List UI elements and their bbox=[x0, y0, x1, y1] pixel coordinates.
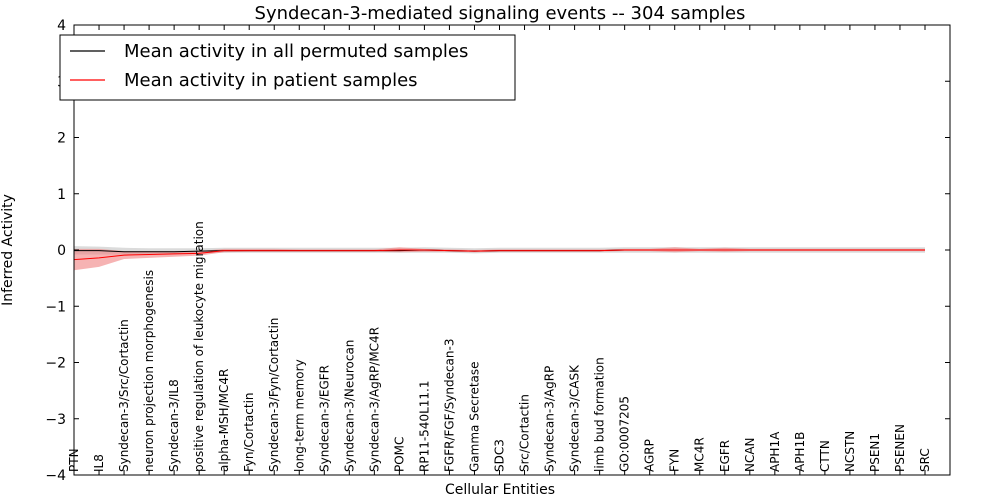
x-tick-label: Syndecan-3/CASK bbox=[568, 364, 582, 472]
x-tick-label: Syndecan-3/Fyn/Cortactin bbox=[267, 318, 281, 472]
series-line-1 bbox=[73, 249, 925, 261]
x-tick-label: limb bud formation bbox=[593, 357, 607, 472]
series-lines bbox=[73, 249, 925, 261]
x-tick-label: positive regulation of leukocyte migrati… bbox=[192, 221, 206, 472]
x-tick-label: CTTN bbox=[818, 440, 832, 472]
x-tick-label: AGRP bbox=[643, 439, 657, 472]
x-axis: PTN IL8 Syndecan-3/Src/Cortactin neuron pro… bbox=[67, 25, 932, 475]
x-tick-label: FYN bbox=[668, 449, 682, 472]
y-tick-label: −3 bbox=[45, 412, 66, 428]
x-tick-label: Syndecan-3/AgRP/MC4R bbox=[367, 327, 381, 472]
x-tick-label: NCSTN bbox=[843, 431, 857, 472]
x-tick-label: Syndecan-3/EGFR bbox=[317, 365, 331, 472]
x-axis-label: Cellular Entities bbox=[445, 482, 555, 498]
legend-label-patient: Mean activity in patient samples bbox=[124, 70, 418, 91]
x-tick-label: FGFR/FGF/Syndecan-3 bbox=[442, 339, 456, 472]
x-tick-label: GO:0007205 bbox=[618, 396, 632, 472]
x-tick-label: RP11-540L11.1 bbox=[417, 381, 431, 472]
x-tick-label: APH1A bbox=[768, 431, 782, 472]
x-tick-label: MC4R bbox=[693, 437, 707, 472]
x-tick-label: SRC bbox=[918, 448, 932, 472]
y-tick-label: 1 bbox=[57, 187, 66, 203]
x-tick-label: Syndecan-3/IL8 bbox=[167, 379, 181, 472]
y-axis-label: Inferred Activity bbox=[0, 194, 16, 306]
x-tick-label: SDC3 bbox=[493, 439, 507, 472]
x-tick-label: neuron projection morphogenesis bbox=[142, 270, 156, 472]
legend-label-permuted: Mean activity in all permuted samples bbox=[124, 41, 468, 62]
x-tick-label: POMC bbox=[392, 437, 406, 472]
x-tick-label: Gamma Secretase bbox=[467, 361, 481, 472]
y-tick-label: −2 bbox=[45, 356, 66, 372]
x-tick-label: PSEN1 bbox=[868, 433, 882, 472]
y-tick-label: 0 bbox=[57, 243, 66, 259]
x-tick-label: Src/Cortactin bbox=[518, 394, 532, 472]
x-tick-label: NCAN bbox=[743, 437, 757, 472]
chart-title: Syndecan-3-mediated signaling events -- … bbox=[255, 3, 746, 24]
y-tick-label: 2 bbox=[57, 131, 66, 147]
x-tick-label: Syndecan-3/Src/Cortactin bbox=[117, 319, 131, 472]
y-tick-label: −1 bbox=[45, 299, 66, 315]
x-tick-label: long-term memory bbox=[292, 359, 306, 472]
x-tick-label: APH1B bbox=[793, 432, 807, 472]
x-tick-label: Syndecan-3/AgRP bbox=[543, 366, 557, 472]
x-tick-label: IL8 bbox=[92, 454, 106, 472]
legend-box bbox=[59, 34, 516, 101]
x-tick-label: Fyn/Cortactin bbox=[242, 392, 256, 472]
x-tick-label: EGFR bbox=[718, 440, 732, 472]
legend: Mean activity in all permuted samples Me… bbox=[59, 34, 516, 101]
x-tick-label: PTN bbox=[67, 448, 81, 472]
y-tick-label: −4 bbox=[45, 468, 66, 484]
x-tick-label: PSENEN bbox=[893, 424, 907, 472]
x-tick-label: Syndecan-3/Neurocan bbox=[342, 340, 356, 472]
x-tick-label: alpha-MSH/MC4R bbox=[217, 369, 231, 472]
y-tick-label: 4 bbox=[57, 18, 66, 34]
